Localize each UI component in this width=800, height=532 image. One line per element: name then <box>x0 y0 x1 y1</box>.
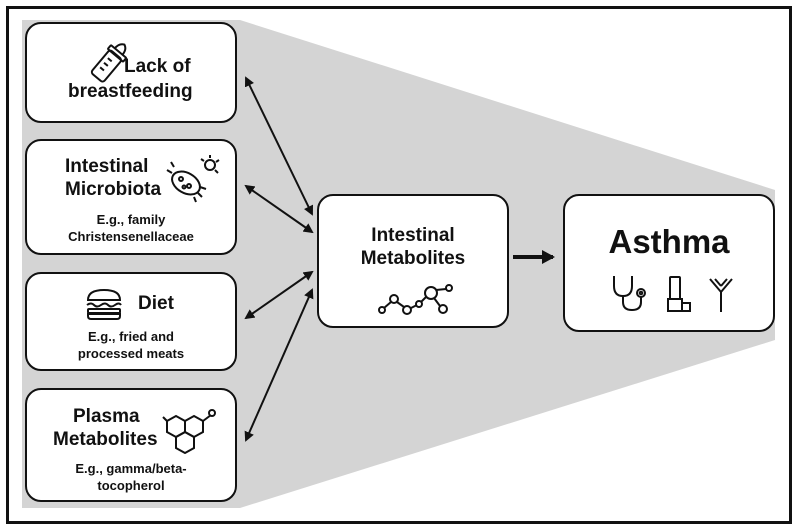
burger-icon <box>86 288 122 320</box>
factor-box-microbiota: Intestinal Microbiota E.g., family Chris… <box>25 139 237 255</box>
outcome-title: Asthma <box>608 223 730 260</box>
inhaler-icon <box>667 276 691 312</box>
baby-bottle-icon <box>90 43 127 83</box>
factor-title-line1: Plasma <box>73 406 140 427</box>
bacteria-icon <box>166 155 220 203</box>
factor-title-line1: Diet <box>138 293 174 314</box>
factor-example-line2: Christensenellaceae <box>68 229 194 244</box>
factor-example-line2: tocopherol <box>97 478 165 493</box>
arrow-microbiota <box>244 184 314 234</box>
factor-title-line2: Microbiota <box>65 179 162 200</box>
factor-example-line1: E.g., family <box>96 212 166 227</box>
factor-title-line2: breastfeeding <box>68 81 193 102</box>
factor-title-line1: Lack of <box>124 56 191 77</box>
factor-title-line1: Intestinal <box>65 156 149 177</box>
molecule-icon <box>162 409 216 454</box>
factor-box-diet: Diet E.g., fried and processed meats <box>25 272 237 371</box>
metabolite-network-icon <box>378 284 453 315</box>
arrow-plasma <box>244 288 314 442</box>
mediator-title-line2: Metabolites <box>360 248 466 269</box>
factor-box-plasma: Plasma Metabolites E.g., gamma/beta- toc… <box>25 388 237 502</box>
factor-example-line2: processed meats <box>77 346 185 361</box>
stethoscope-icon <box>613 276 646 312</box>
antibody-icon <box>709 278 733 312</box>
factor-box-breastfeeding: Lack of breastfeeding <box>25 22 237 123</box>
mediator-title-line1: Intestinal <box>371 225 455 246</box>
factor-example-line1: E.g., fried and <box>88 329 174 344</box>
factor-title-line2: Metabolites <box>53 429 158 450</box>
mediator-box-intestinal-metabolites: Intestinal Metabolites <box>317 194 509 328</box>
outcome-box-asthma: Asthma <box>563 194 775 332</box>
diagram-frame <box>6 6 792 524</box>
factor-example-line1: E.g., gamma/beta- <box>75 461 187 476</box>
